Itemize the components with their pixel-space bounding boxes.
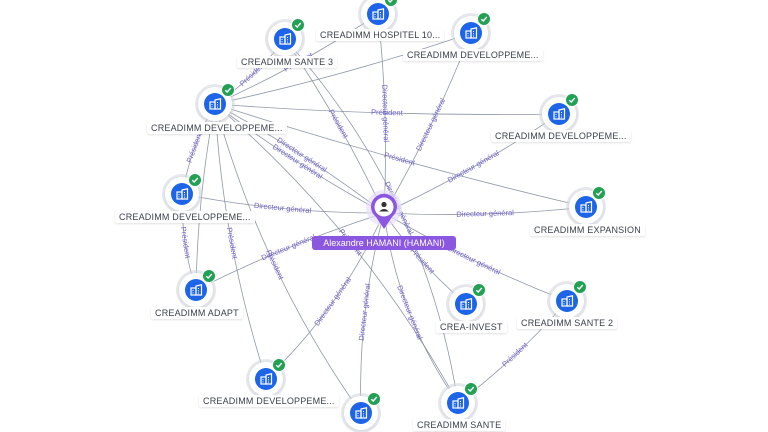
- edge-label: Président: [500, 340, 530, 369]
- check-icon: [565, 93, 579, 107]
- company-label: CREADIMM DEVELOPPEME...: [199, 395, 339, 407]
- company-label: CREADIMM ADAPT: [151, 307, 243, 319]
- company-node-circle[interactable]: [569, 186, 606, 224]
- company-node-circle[interactable]: [449, 283, 486, 321]
- edge-label: Président: [225, 227, 240, 261]
- edge-n4-n11: [214, 103, 267, 380]
- edge-center-n8: [195, 212, 385, 291]
- edge-label: Directeur général: [414, 96, 447, 152]
- building-icon: [556, 290, 578, 312]
- edge-n4-n5: [214, 103, 560, 115]
- edge-center-n5: [383, 113, 560, 214]
- edge-label: Directeur général: [254, 201, 312, 215]
- edge-label: Président: [408, 246, 437, 276]
- company-label: CREADIMM SANTE 3: [237, 56, 338, 68]
- building-icon: [171, 183, 193, 205]
- company-label: CREADIMM DEVELOPPEME...: [491, 130, 631, 142]
- company-node-circle[interactable]: [165, 173, 202, 211]
- company-node-circle[interactable]: [344, 392, 381, 430]
- edge-label: Directeur général: [456, 208, 514, 219]
- check-icon: [272, 358, 286, 372]
- edge-center-n4: [214, 103, 385, 214]
- check-icon: [291, 18, 305, 32]
- edge-label: Directeur général: [357, 283, 373, 342]
- person-icon: [366, 190, 402, 229]
- check-icon: [188, 173, 202, 187]
- edge-label: Président: [383, 150, 417, 167]
- company-node-circle[interactable]: [542, 93, 579, 131]
- company-label: CREADIMM DEVELOPPEME...: [147, 122, 287, 134]
- building-icon: [255, 368, 277, 390]
- check-icon: [592, 186, 606, 200]
- edge-n4-n3: [214, 32, 472, 105]
- company-node-circle[interactable]: [454, 12, 491, 50]
- check-icon: [221, 83, 235, 97]
- check-icon: [464, 382, 478, 396]
- check-icon: [573, 280, 587, 294]
- company-label: CREADIMM SANTE: [413, 419, 506, 431]
- check-icon: [367, 392, 381, 406]
- check-icon: [202, 269, 216, 283]
- building-icon: [455, 293, 477, 315]
- company-label: CREADIMM DEVELOPPEME...: [115, 211, 255, 223]
- edge-center-n10: [383, 212, 568, 302]
- building-icon: [447, 392, 469, 414]
- edge-label: Directeur général: [312, 275, 353, 327]
- company-label: CREADIMM EXPANSION: [530, 224, 645, 236]
- company-label: CREADIMM DEVELOPPEME...: [403, 49, 543, 61]
- edge-label: Directeur général: [380, 84, 391, 142]
- company-node-circle[interactable]: [361, 0, 398, 31]
- company-node-circle[interactable]: [179, 269, 216, 307]
- edge-n4-n12: [214, 103, 362, 414]
- building-icon: [204, 93, 226, 115]
- company-label: CREA-INVEST: [436, 321, 507, 333]
- building-icon: [575, 196, 597, 218]
- edge-label: Directeur général: [395, 284, 424, 341]
- edge-label: Président: [371, 108, 404, 118]
- building-icon: [460, 22, 482, 44]
- center-label: Alexandre HAMANI (HAMANI): [312, 236, 456, 250]
- edge-label: Président: [327, 108, 351, 141]
- building-icon: [548, 103, 570, 125]
- company-node-circle[interactable]: [249, 358, 286, 396]
- edge-n4-n7: [214, 103, 587, 208]
- company-node-circle[interactable]: [550, 280, 587, 318]
- company-node-circle[interactable]: [441, 382, 478, 420]
- company-label: CREADIMM HOSPITEL 10...: [316, 29, 445, 41]
- building-icon: [367, 3, 389, 25]
- building-icon: [350, 402, 372, 424]
- company-node-circle[interactable]: [198, 83, 235, 121]
- edge-n4-center: [214, 103, 385, 214]
- edge-label: Président: [185, 130, 205, 164]
- building-icon: [185, 279, 207, 301]
- check-icon: [477, 12, 491, 26]
- edge-label: Président: [179, 226, 193, 260]
- edge-center-n7: [383, 206, 587, 215]
- check-icon: [472, 283, 486, 297]
- company-node-circle[interactable]: [268, 18, 305, 56]
- company-label: CREADIMM SANTE 2: [517, 317, 618, 329]
- building-icon: [274, 28, 296, 50]
- edge-n6-center: [181, 193, 385, 214]
